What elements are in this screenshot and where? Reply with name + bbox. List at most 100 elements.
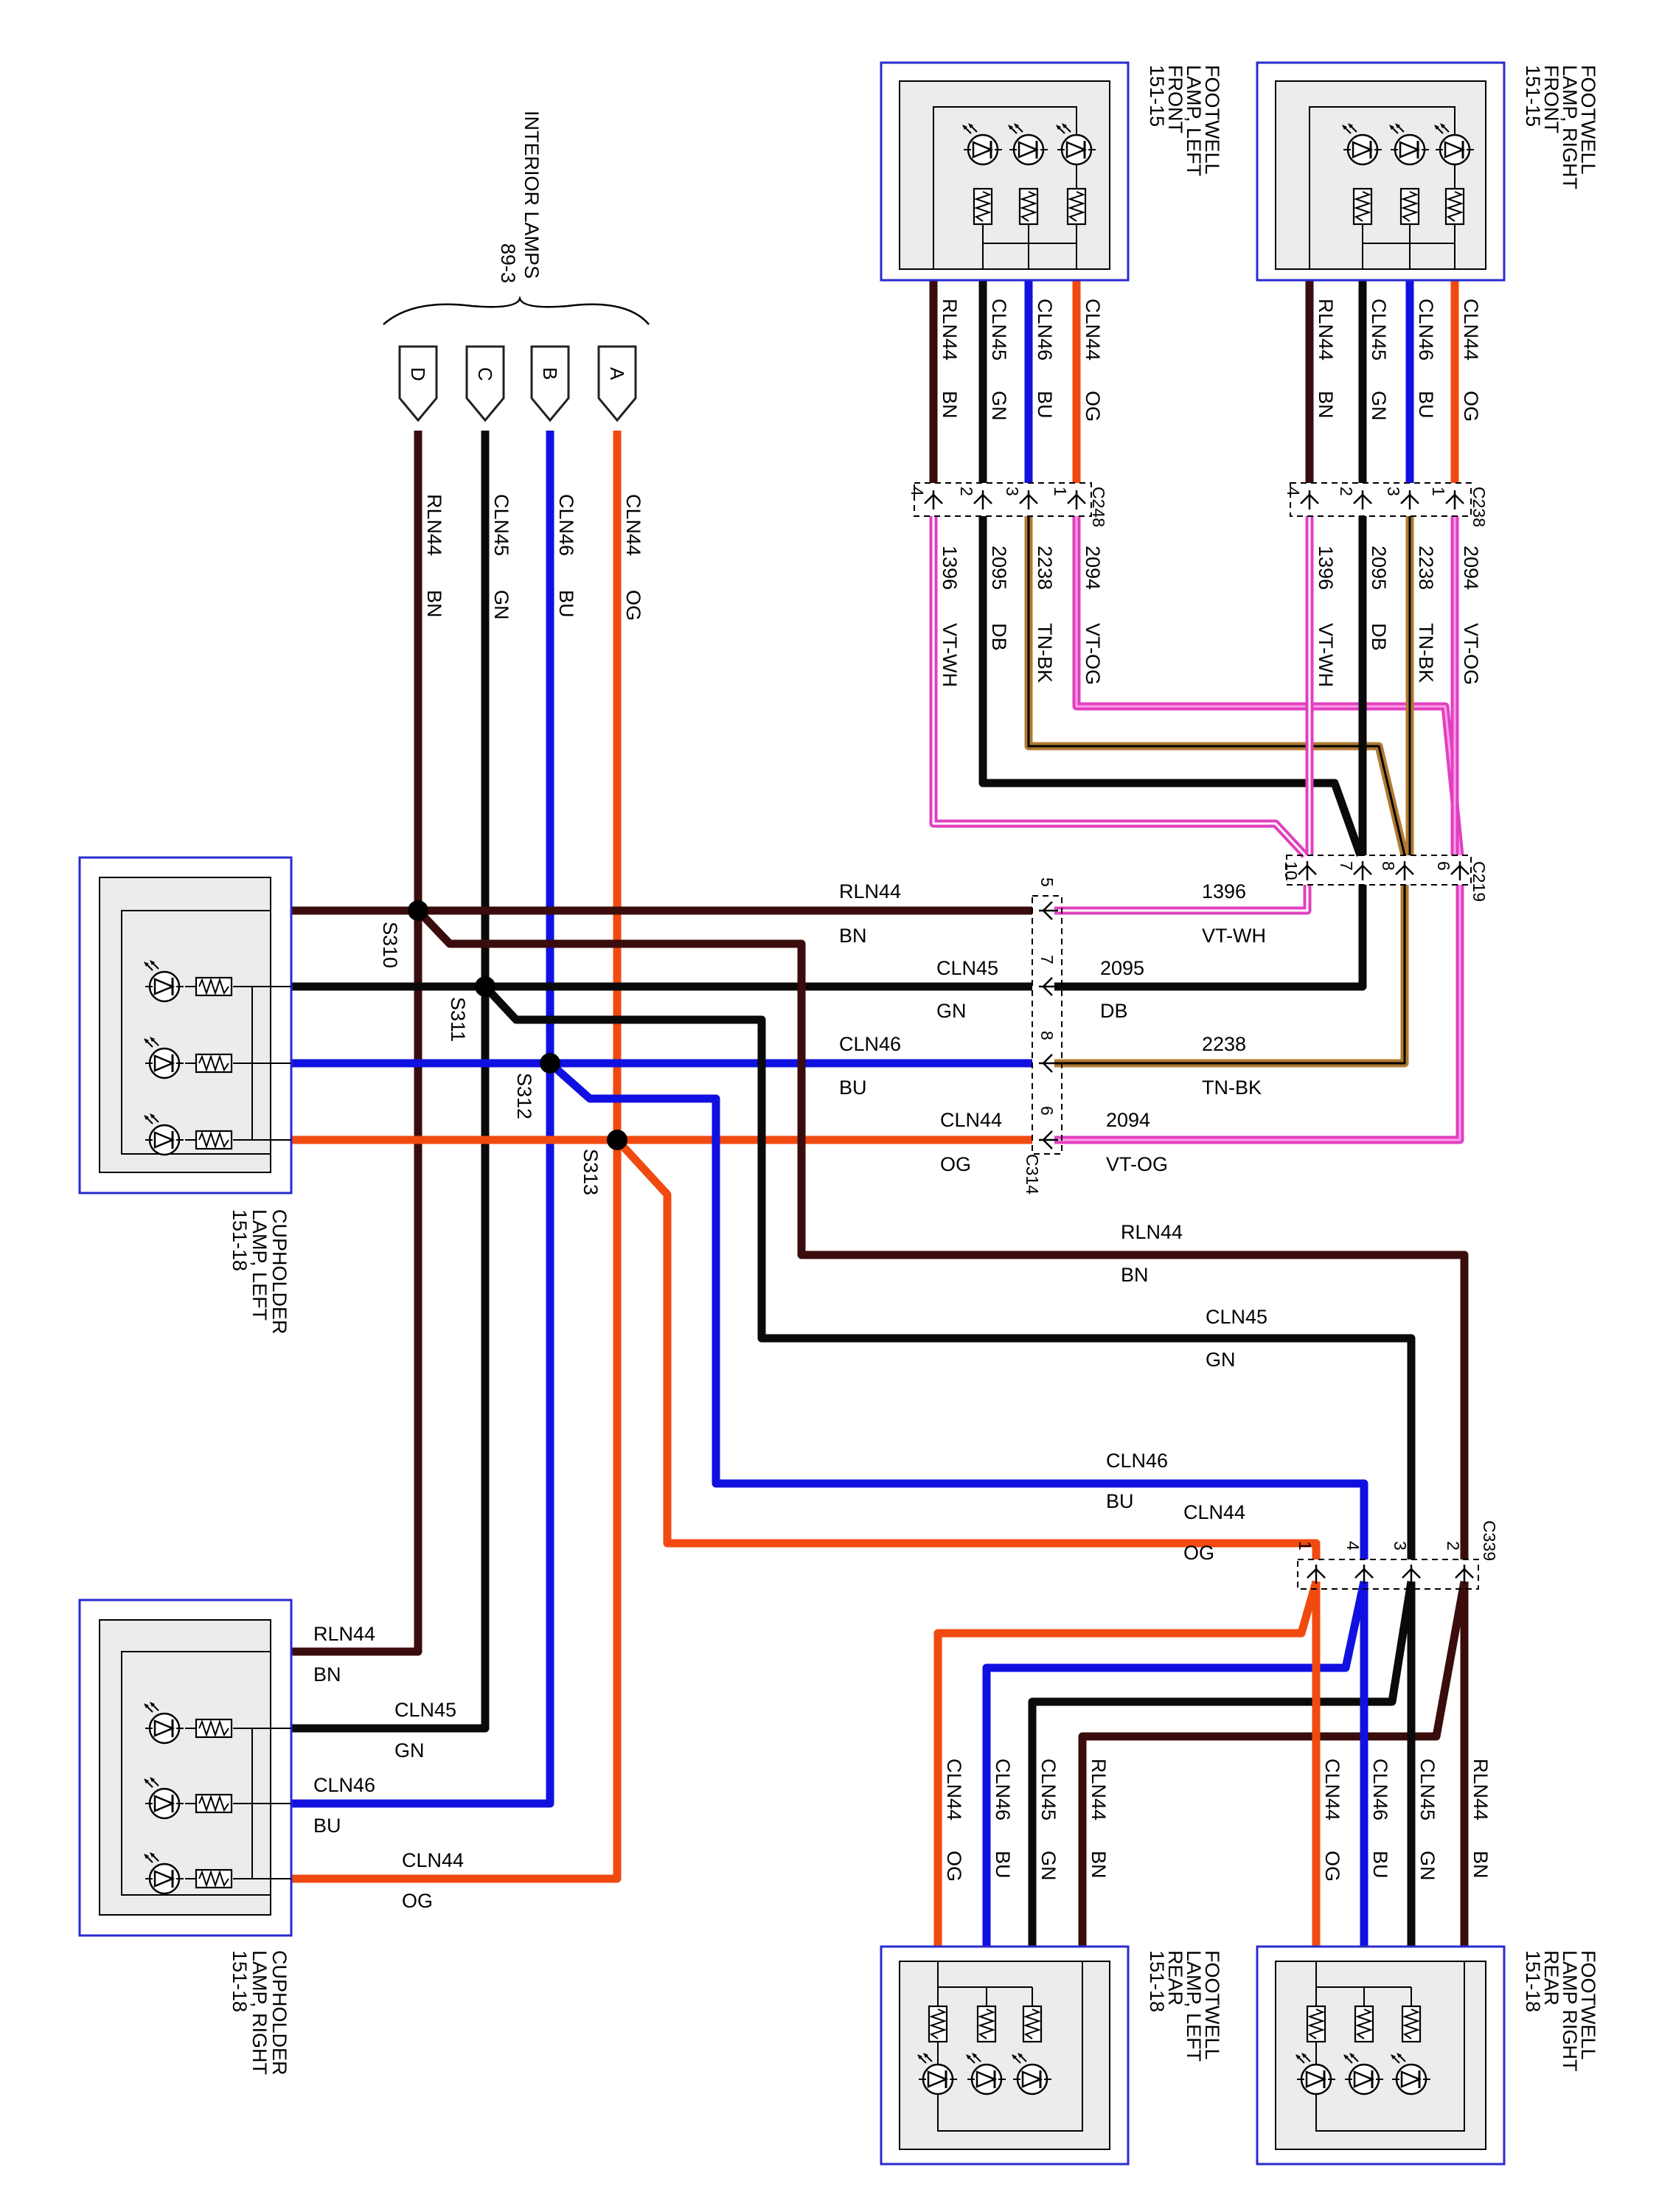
- interior-lamps-code: 89-3: [497, 243, 519, 283]
- pin-d-hood: [398, 345, 438, 422]
- svg-text:VT-WH: VT-WH: [939, 623, 961, 687]
- svg-text:BN: BN: [1121, 1264, 1149, 1286]
- svg-text:4: 4: [1284, 487, 1303, 496]
- svg-text:RLN44: RLN44: [1315, 299, 1337, 361]
- svg-text:DB: DB: [1368, 623, 1390, 651]
- svg-text:VT-OG: VT-OG: [1460, 623, 1482, 685]
- svg-text:8: 8: [1379, 861, 1398, 871]
- svg-text:RLN44: RLN44: [1088, 1759, 1110, 1820]
- svg-text:CLN44: CLN44: [402, 1849, 464, 1871]
- cupholder-lamp-right: CUPHOLDER LAMP, RIGHT 151-18: [78, 1599, 293, 2076]
- svg-text:2: 2: [957, 487, 976, 496]
- svg-text:CLN46: CLN46: [1369, 1759, 1391, 1820]
- wire-rear-left-og: [933, 1580, 1321, 1954]
- svg-text:BN: BN: [839, 925, 867, 947]
- splice-s310: [408, 900, 428, 921]
- wire-c248-2094: [1072, 516, 1464, 856]
- svg-text:RLN44: RLN44: [1470, 1759, 1492, 1820]
- wire-c248-2094-stripe: [1075, 516, 1461, 856]
- svg-text:RLN44: RLN44: [1121, 1221, 1183, 1243]
- pin-c-hood: [465, 345, 505, 422]
- svg-text:2238: 2238: [1202, 1033, 1246, 1055]
- svg-text:GN: GN: [1206, 1349, 1236, 1371]
- svg-text:1: 1: [1429, 487, 1448, 496]
- front-left-wire-labels: CLN44 OG CLN46 BU CLN45 GN RLN44 BN: [939, 299, 1104, 422]
- svg-text:GN: GN: [1416, 1851, 1439, 1881]
- connector-c238: C238 1 3 2 4: [1284, 482, 1489, 527]
- svg-text:TN-BK: TN-BK: [1415, 623, 1437, 683]
- svg-text:RLN44: RLN44: [939, 299, 961, 361]
- svg-text:GN: GN: [936, 1000, 967, 1022]
- splice-label-s313: S313: [580, 1149, 602, 1195]
- connector-c219: C219 6 8 7 10: [1281, 855, 1489, 902]
- wire-interior-c-gn: [291, 431, 490, 1733]
- interior-lamps-title: INTERIOR LAMPS: [521, 111, 543, 279]
- pin-d-label: D: [407, 367, 429, 381]
- splices: S310 S311 S312 S313: [379, 900, 627, 1195]
- svg-text:7: 7: [1037, 955, 1057, 964]
- svg-text:OG: OG: [940, 1153, 971, 1175]
- svg-text:CLN44: CLN44: [622, 494, 644, 556]
- svg-text:8: 8: [1037, 1031, 1057, 1040]
- svg-text:BU: BU: [1415, 391, 1437, 419]
- footwell-lamp-right-front: FOOTWELL LAMP, RIGHT FRONT 151-15: [1256, 61, 1599, 282]
- svg-text:GN: GN: [988, 391, 1010, 421]
- svg-text:6: 6: [1037, 1106, 1057, 1116]
- svg-text:BU: BU: [1034, 391, 1056, 419]
- svg-text:2095: 2095: [988, 546, 1010, 590]
- splice-label-s312: S312: [513, 1073, 535, 1119]
- svg-text:2094: 2094: [1106, 1109, 1150, 1131]
- svg-text:CLN46: CLN46: [1106, 1450, 1168, 1472]
- footwell-rr-line2: LAMP RIGHT: [1559, 1950, 1581, 2072]
- svg-text:CLN45: CLN45: [1206, 1306, 1267, 1328]
- wire-s310-branch-bn: [415, 908, 1469, 1559]
- c314-right-labels: 1396 VT-WH 2095 DB 2238 TN-BK 2094 VT-OG: [1100, 880, 1266, 1175]
- wire-s311-branch-gn: [481, 984, 1416, 1559]
- wire-rear-left-bu: [982, 1580, 1368, 1954]
- wire-interior-a-og: [291, 431, 622, 1883]
- svg-text:1396: 1396: [1315, 546, 1337, 590]
- splice-label-s310: S310: [379, 922, 401, 968]
- svg-text:BU: BU: [555, 590, 577, 618]
- footwell-rf-line2: LAMP, RIGHT: [1559, 65, 1581, 189]
- footwell-rr-line4: 151-18: [1522, 1950, 1544, 2012]
- svg-text:VT-OG: VT-OG: [1082, 623, 1104, 685]
- svg-text:CLN45: CLN45: [1037, 1759, 1060, 1820]
- footwell-lamp-right-rear: FOOTWELL LAMP RIGHT REAR 151-18: [1256, 1945, 1599, 2166]
- svg-text:OG: OG: [1082, 391, 1104, 422]
- cupholder-left-line1: CUPHOLDER: [268, 1209, 291, 1335]
- svg-text:RLN44: RLN44: [423, 494, 445, 556]
- svg-text:BN: BN: [939, 391, 961, 419]
- c238-circuit-labels: 2094 VT-OG 2238 TN-BK 2095 DB 1396 VT-WH: [1315, 546, 1482, 687]
- cupholder-right-line2: LAMP, RIGHT: [248, 1950, 271, 2075]
- footwell-lr-line4: 151-18: [1146, 1950, 1168, 2012]
- svg-text:OG: OG: [1460, 391, 1482, 422]
- svg-text:BN: BN: [1315, 391, 1337, 419]
- front-right-wire-labels: CLN44 OG CLN46 BU CLN45 GN RLN44 BN: [1315, 299, 1482, 422]
- wire-c219-2094-stripe: [1054, 885, 1461, 1141]
- svg-text:CLN46: CLN46: [1415, 299, 1437, 361]
- svg-text:CLN45: CLN45: [988, 299, 1010, 361]
- wire-c219-1396: [1054, 885, 1312, 915]
- svg-text:C238: C238: [1470, 487, 1489, 527]
- svg-text:TN-BK: TN-BK: [1034, 623, 1056, 683]
- svg-text:CLN46: CLN46: [839, 1033, 901, 1055]
- svg-text:2238: 2238: [1415, 546, 1437, 590]
- cupholder-right-line3: 151-18: [229, 1950, 251, 2012]
- svg-text:3: 3: [1003, 487, 1022, 496]
- footwell-lamp-left-front: FOOTWELL LAMP, LEFT FRONT 151-15: [880, 61, 1223, 282]
- svg-text:OG: OG: [1183, 1542, 1214, 1564]
- svg-text:BN: BN: [1470, 1851, 1492, 1879]
- svg-text:CLN45: CLN45: [936, 957, 998, 979]
- svg-text:CLN45: CLN45: [1416, 1759, 1439, 1820]
- cupholder-left-line3: 151-18: [229, 1209, 251, 1271]
- connector-c314: 5 7 8 6 C314: [1023, 877, 1062, 1194]
- svg-text:4: 4: [1343, 1541, 1363, 1551]
- footwell-lf-line3: FRONT: [1164, 65, 1186, 133]
- svg-text:5: 5: [1037, 877, 1057, 887]
- svg-text:CLN44: CLN44: [940, 1109, 1002, 1131]
- pin-c-label: C: [474, 367, 496, 381]
- splice-s312: [540, 1053, 560, 1074]
- svg-text:GN: GN: [1368, 391, 1390, 421]
